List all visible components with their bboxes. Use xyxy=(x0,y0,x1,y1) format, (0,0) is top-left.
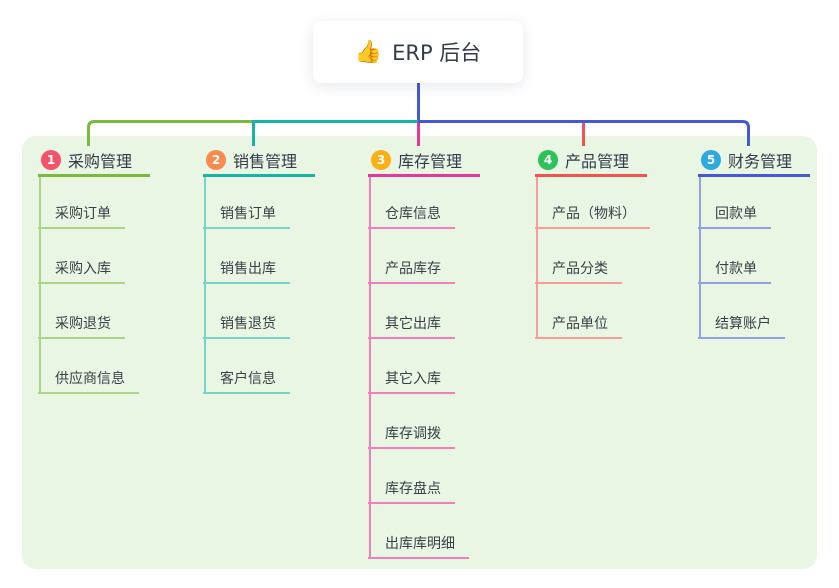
branch-1-child-1[interactable]: 采购入库 xyxy=(38,257,125,284)
mindmap-panel xyxy=(22,136,817,569)
branch-5-trunk-line xyxy=(699,177,701,339)
branch-1-connector xyxy=(87,120,419,146)
branch-sales-title[interactable]: 2 销售管理 xyxy=(203,145,315,177)
branch-2-child-2[interactable]: 销售退货 xyxy=(203,312,290,339)
branch-4-badge: 4 xyxy=(538,149,558,170)
branch-5-connector xyxy=(418,120,750,146)
branch-3-badge: 3 xyxy=(371,149,391,170)
branch-3-child-5[interactable]: 库存盘点 xyxy=(368,477,455,504)
branch-2-child-3[interactable]: 客户信息 xyxy=(203,367,290,394)
branch-purchase-title[interactable]: 1 采购管理 xyxy=(38,145,150,177)
branch-5-child-2[interactable]: 结算账户 xyxy=(698,312,785,339)
branch-2-trunk-line xyxy=(204,177,206,394)
branch-3-child-4[interactable]: 库存调拨 xyxy=(368,422,455,449)
branch-5-badge: 5 xyxy=(701,149,721,170)
branch-3-label: 库存管理 xyxy=(398,151,463,171)
branch-4-child-1[interactable]: 产品分类 xyxy=(535,257,622,284)
branch-3-child-2[interactable]: 其它出库 xyxy=(368,312,455,339)
branch-2-child-0[interactable]: 销售订单 xyxy=(203,202,290,229)
branch-3-child-3[interactable]: 其它入库 xyxy=(368,367,455,394)
branch-2-label: 销售管理 xyxy=(233,151,298,171)
branch-4-trunk-line xyxy=(536,177,538,339)
branch-4-label: 产品管理 xyxy=(565,151,630,171)
branch-1-child-2[interactable]: 采购退货 xyxy=(38,312,125,339)
branch-2-connector xyxy=(252,120,419,146)
branch-1-label: 采购管理 xyxy=(68,151,133,171)
branch-5-label: 财务管理 xyxy=(728,151,793,171)
branch-1-child-0[interactable]: 采购订单 xyxy=(38,202,125,229)
branch-2-badge: 2 xyxy=(206,149,226,170)
branch-5-child-1[interactable]: 付款单 xyxy=(698,257,771,284)
branch-5-child-0[interactable]: 回款单 xyxy=(698,202,771,229)
root-node-label: ERP 后台 xyxy=(392,41,482,65)
branch-product-title[interactable]: 4 产品管理 xyxy=(535,145,647,177)
branch-2-child-1[interactable]: 销售出库 xyxy=(203,257,290,284)
root-node[interactable]: 👍 ERP 后台 xyxy=(313,21,523,83)
branch-1-child-3[interactable]: 供应商信息 xyxy=(38,367,139,394)
branch-inventory-title[interactable]: 3 库存管理 xyxy=(368,145,480,177)
branch-4-child-0[interactable]: 产品（物料） xyxy=(535,202,650,229)
branch-1-badge: 1 xyxy=(41,149,61,170)
branch-3-child-1[interactable]: 产品库存 xyxy=(368,257,455,284)
branch-3-child-0[interactable]: 仓库信息 xyxy=(368,202,455,229)
branch-finance-title[interactable]: 5 财务管理 xyxy=(698,145,810,177)
branch-3-child-6[interactable]: 出库库明细 xyxy=(368,532,469,559)
thumbs-up-icon: 👍 xyxy=(354,39,383,65)
branch-3-trunk-line xyxy=(369,177,371,559)
branch-4-child-2[interactable]: 产品单位 xyxy=(535,312,622,339)
branch-1-trunk-line xyxy=(39,177,41,394)
